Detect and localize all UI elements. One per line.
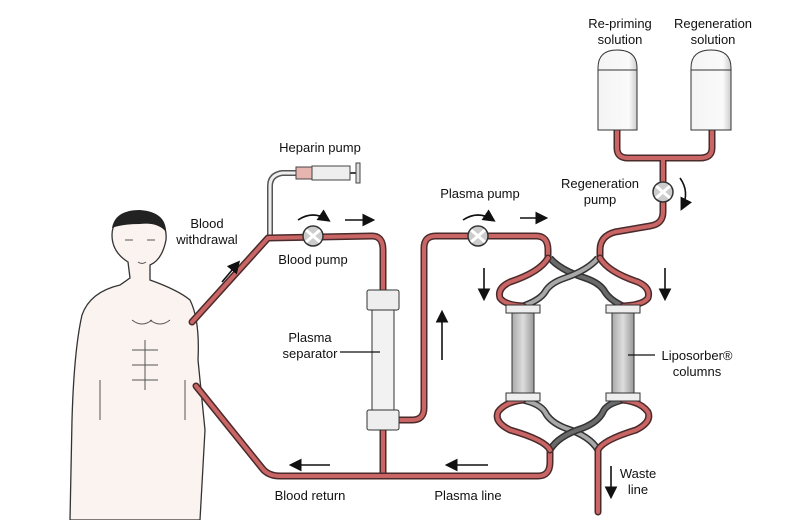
- regeneration-pump-icon: [652, 177, 693, 211]
- patient-figure: [69, 210, 206, 520]
- label-waste-line: Waste: [620, 466, 656, 481]
- label-waste-line-2: line: [628, 482, 648, 497]
- blood-pump-icon: [297, 209, 331, 247]
- label-liposorber-2: columns: [673, 364, 722, 379]
- label-plasma-separator-2: separator: [283, 346, 339, 361]
- label-blood-return: Blood return: [275, 488, 346, 503]
- label-blood-pump: Blood pump: [278, 252, 347, 267]
- column-network: [493, 254, 653, 516]
- blood-tubing: [188, 124, 716, 480]
- label-heparin-pump: Heparin pump: [279, 140, 361, 155]
- label-plasma-line: Plasma line: [434, 488, 501, 503]
- label-regeneration-pump-2: pump: [584, 192, 617, 207]
- label-blood-withdrawal-2: withdrawal: [175, 232, 238, 247]
- solution-bottles: [597, 49, 732, 131]
- label-regeneration-pump: Regeneration: [561, 176, 639, 191]
- label-blood-withdrawal: Blood: [190, 216, 223, 231]
- liposorber-columns: [505, 304, 641, 402]
- plasma-pump-icon: [462, 209, 496, 247]
- label-liposorber: Liposorber®: [661, 348, 732, 363]
- label-repriming: Re-priming: [588, 16, 652, 31]
- label-regeneration-solution: Regeneration: [674, 16, 752, 31]
- label-plasma-pump: Plasma pump: [440, 186, 519, 201]
- plasma-separator: [366, 289, 400, 431]
- heparin-pump: [267, 162, 361, 236]
- label-repriming-2: solution: [598, 32, 643, 47]
- label-regeneration-solution-2: solution: [691, 32, 736, 47]
- flow-arrows: [221, 211, 672, 500]
- label-plasma-separator: Plasma: [288, 330, 332, 345]
